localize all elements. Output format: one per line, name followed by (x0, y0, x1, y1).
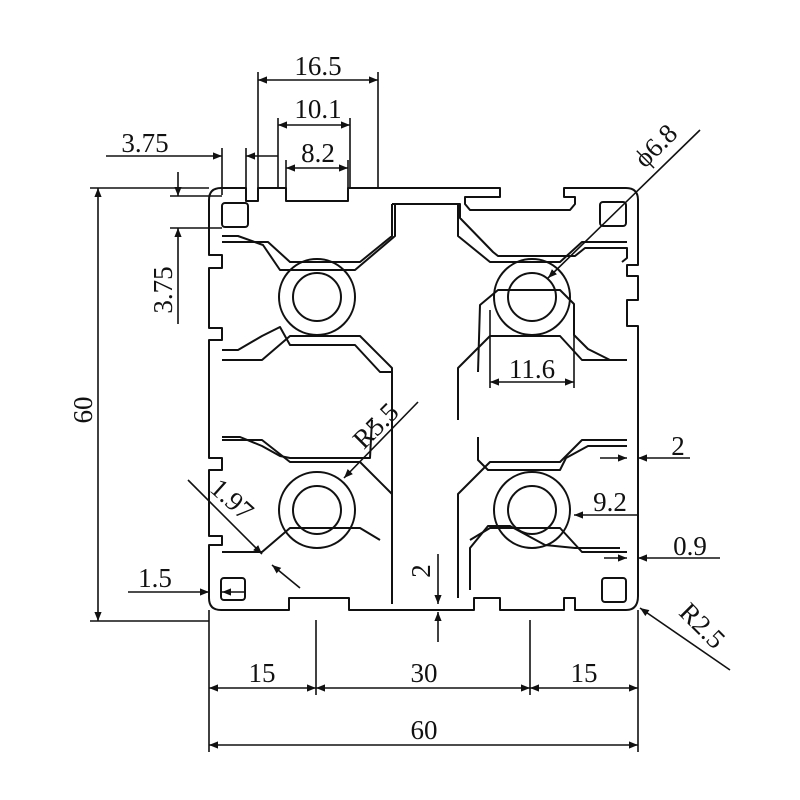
outer-contour (208, 187, 639, 611)
corner-hole-tr (599, 201, 627, 227)
dim-slot-inner: 10.1 (294, 94, 341, 124)
inner-web (222, 204, 627, 598)
dim-slot-depth: 9.2 (593, 487, 627, 517)
dim-web-thickness: 2 (671, 431, 685, 461)
dim-pitch-left: 15 (249, 658, 276, 688)
boss-bl (278, 471, 356, 549)
dimension-lines (90, 72, 731, 752)
dim-hole-spacing: 11.6 (509, 354, 555, 384)
dim-bottom-wall: 2 (406, 564, 436, 578)
dim-hole-diameter: ϕ6.8 (628, 118, 683, 173)
corner-hole-bl (220, 577, 246, 601)
dim-radius-center: R5.5 (347, 397, 405, 455)
dim-angled-web: 1.97 (204, 472, 259, 526)
hole-tr (507, 272, 557, 322)
central-cavity (222, 203, 628, 604)
dim-lip-height: 3.75 (148, 266, 178, 313)
corner-hole-br (601, 577, 627, 603)
hole-bl (292, 485, 342, 535)
dimension-labels: 16.5 10.1 8.2 3.75 3.75 60 ϕ6.8 11.6 R5.… (68, 51, 731, 745)
dim-slot-opening: 8.2 (301, 138, 335, 168)
dim-side-gap: 0.9 (673, 531, 707, 561)
dim-pitch-center: 30 (411, 658, 438, 688)
boss-tr (493, 258, 571, 336)
aluminium-profile-outline (208, 187, 639, 611)
boss-br (493, 471, 571, 549)
dim-lip-width: 3.75 (121, 128, 168, 158)
corner-hole-tl (221, 202, 249, 228)
dim-overall-width: 60 (411, 715, 438, 745)
boss-tl (278, 258, 356, 336)
dim-slot-outer: 16.5 (294, 51, 341, 81)
hole-tl (292, 272, 342, 322)
dim-pitch-right: 15 (571, 658, 598, 688)
dim-overall-height: 60 (68, 397, 98, 424)
dim-corner-radius: R2.5 (673, 597, 731, 655)
dim-corner-wall: 1.5 (138, 563, 172, 593)
hole-br (507, 485, 557, 535)
